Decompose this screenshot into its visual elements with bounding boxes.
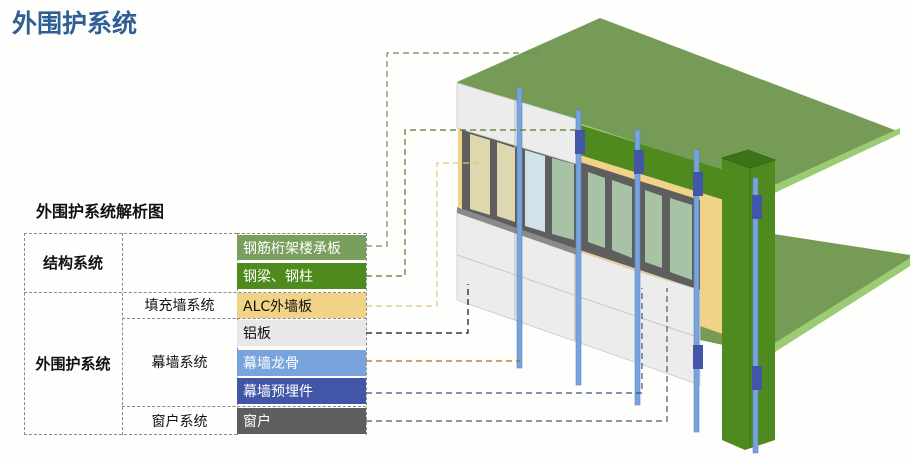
leader-lines [366, 52, 668, 422]
classification-table: 结构系统 外围护系统 填充墙系统 幕墙系统 窗户系统 钢筋桁架楼承板 钢梁、钢柱… [24, 233, 367, 435]
component-curtain-keel: 幕墙龙骨 [237, 350, 366, 376]
curtain-wall-embeds [575, 130, 762, 390]
table-divider-col1 [122, 233, 123, 435]
table-border-right [366, 233, 367, 435]
subsystem-window-label: 窗户系统 [151, 413, 208, 430]
component-steel-deck: 钢筋桁架楼承板 [237, 235, 366, 260]
table-border-top-right [237, 233, 366, 234]
diagram-subtitle: 外围护系统解析图 [36, 202, 165, 221]
table-divider-row-curtain [122, 406, 366, 407]
component-steel-beam-column: 钢梁、钢柱 [237, 263, 366, 289]
component-curtain-embed: 幕墙预埋件 [237, 378, 366, 404]
curtain-wall-keels [516, 87, 759, 454]
table-divider-row-structure [24, 292, 366, 293]
component-window: 窗户 [237, 408, 366, 434]
group-structure-label: 结构系统 [42, 254, 103, 272]
component-alc-panel: ALC外墙板 [237, 293, 366, 318]
subsystem-infill-label: 填充墙系统 [144, 298, 215, 314]
component-aluminum-panel: 铝板 [237, 320, 366, 346]
table-border-top [24, 233, 237, 234]
table-divider-row-infill [122, 318, 366, 319]
steel-column [720, 149, 777, 450]
table-border-left [24, 233, 25, 435]
group-envelope-label: 外围护系统 [35, 355, 111, 373]
subsystem-curtain-wall-label: 幕墙系统 [151, 355, 208, 371]
table-border-bottom [24, 434, 237, 435]
page-title: 外围护系统 [12, 9, 138, 38]
